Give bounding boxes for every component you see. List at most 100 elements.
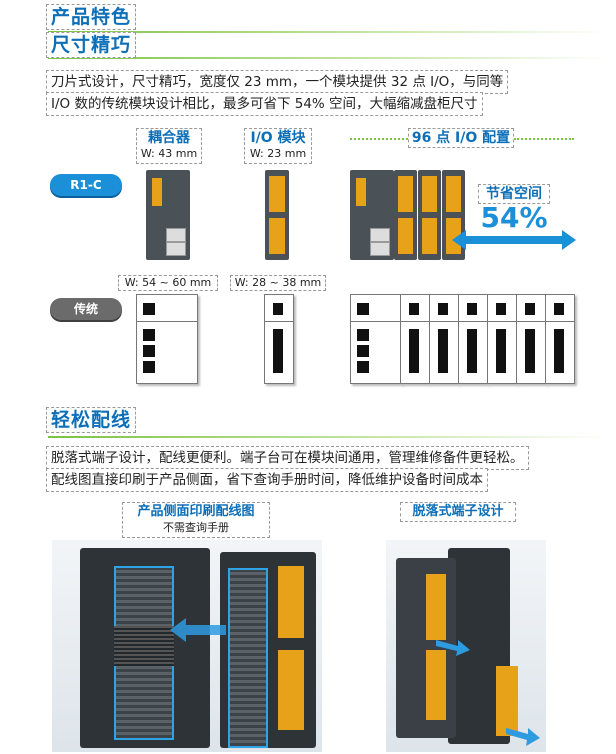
traditional-config-io1-bar [409,329,419,373]
section2-divider [48,436,608,438]
traditional-config-io6-divider [546,321,574,322]
traditional-config-coupler-block-3 [357,345,369,357]
coupler-ethernet-port-2 [166,242,186,256]
traditional-config-io5-bar [525,329,535,373]
traditional-config-io5-block [525,303,535,315]
section1-title-line1: 产品特色 [46,4,137,30]
printed-wiring-sub: 不需查询手册 [163,521,229,534]
traditional-config-io-4 [487,294,517,384]
traditional-io-box [264,294,294,384]
coupler-label-box: 耦合器 W: 43 mm [136,128,202,164]
section2-desc-line2: 配线图直接印刷于产品侧面，省下查询手册时间，降低维护设备时间成本 [46,468,488,492]
traditional-config-coupler-divider [351,321,401,322]
traditional-config-io-2 [429,294,459,384]
section2-title: 轻松配线 [46,407,137,433]
arrow-down-right-icon [436,640,470,656]
traditional-io-width: W: 28 ~ 38 mm [230,275,326,291]
traditional-config-io-5 [516,294,546,384]
config-label: 96 点 I/O 配置 [408,128,514,148]
io-terminal-bottom [269,218,285,254]
saving-label: 节省空间 [478,184,550,204]
traditional-config-io2-bar [438,329,448,373]
traditional-config-coupler-block-4 [357,361,369,373]
front-wiring-diagram [228,568,268,748]
traditional-config-io5-divider [517,321,545,322]
coupler-terminal [152,178,162,206]
section1-divider [48,31,608,33]
traditional-coupler-width: W: 54 ~ 60 mm [118,275,218,291]
traditional-config-io1-divider [401,321,429,322]
config-io2-terminal-top [422,176,437,212]
front-terminal-top [278,566,304,638]
section1-title-line2: 尺寸精巧 [46,32,137,58]
traditional-coupler-divider [137,321,197,322]
traditional-config-io4-block [496,303,506,315]
traditional-io-divider [265,321,293,322]
traditional-config-io3-bar [467,329,477,373]
config-io3-terminal-bottom [446,218,461,254]
detachable-terminal-bottom [426,650,446,720]
section1-divider-2 [48,57,608,59]
traditional-coupler-block-1 [143,303,155,315]
printed-wiring-photo [52,540,322,752]
traditional-config-io4-bar [496,329,506,373]
coupler-ethernet-port-1 [166,228,186,242]
traditional-coupler-block-2 [143,329,155,341]
io-terminal-top [269,176,285,212]
config-coupler-terminal [356,178,366,206]
traditional-config-io3-divider [459,321,487,322]
arrow-left-icon [170,618,226,642]
io-label-box: I/O 模块 W: 23 mm [244,128,312,164]
r1c-coupler-module [146,170,190,260]
traditional-config-io-1 [400,294,430,384]
io-module-width: W: 23 mm [249,147,307,160]
config-dotted-left [350,138,408,140]
front-terminal-bottom [278,650,304,730]
config-io1-terminal-bottom [398,218,413,254]
detachable-terminal-label: 脱落式端子设计 [400,502,516,522]
traditional-config-io2-block [438,303,448,315]
traditional-io-bar [273,329,283,373]
traditional-config-io1-block [409,303,419,315]
config-io-module-1 [394,170,417,260]
config-io3-terminal-top [446,176,461,212]
arrow-down-icon [506,728,540,746]
printed-wiring-label-box: 产品侧面印刷配线图 不需查询手册 [122,502,270,538]
traditional-config-io-3 [458,294,488,384]
traditional-config-io-6 [545,294,575,384]
traditional-config-io6-bar [554,329,564,373]
traditional-pill: 传统 [50,298,122,320]
io-module-label: I/O 模块 [250,130,306,146]
section1-desc-line2: I/O 数的传统模块设计相比，最多可省下 54% 空间，大幅缩减盘柜尺寸 [46,92,483,116]
r1c-pill: R1-C [50,174,122,196]
traditional-coupler-block-3 [143,345,155,357]
side-wiring-stripe [114,626,174,666]
coupler-width: W: 43 mm [140,147,198,160]
traditional-io-block-top [273,303,283,315]
config-io-module-2 [418,170,441,260]
traditional-config-io6-block [554,303,564,315]
section1-desc-line1: 刀片式设计，尺寸精巧，宽度仅 23 mm，一个模块提供 32 点 I/O，与同等 [46,70,509,94]
detachable-terminal-top [426,574,446,640]
traditional-coupler-block-4 [143,361,155,373]
config-coupler-module [350,170,394,260]
r1c-io-module [265,170,289,260]
saving-percent: 54% [480,201,548,234]
printed-wiring-label: 产品侧面印刷配线图 [137,504,255,519]
traditional-coupler-box [136,294,198,384]
saving-arrow-icon [452,230,576,250]
pulled-terminal [496,666,518,736]
config-io1-terminal-top [398,176,413,212]
section2-desc-line1: 脱落式端子设计，配线更便利。端子台可在模块间通用，管理维修备件更轻松。 [46,446,529,470]
traditional-config-coupler-block-1 [357,303,369,315]
detachable-terminal-photo [386,540,546,752]
traditional-config-coupler-block-2 [357,329,369,341]
config-dotted-right [514,138,574,140]
config-ethernet-port-1 [370,228,390,242]
config-ethernet-port-2 [370,242,390,256]
traditional-config-io2-divider [430,321,458,322]
traditional-config-io3-block [467,303,477,315]
traditional-config-coupler [350,294,402,384]
traditional-config-io4-divider [488,321,516,322]
coupler-label: 耦合器 [148,130,190,146]
